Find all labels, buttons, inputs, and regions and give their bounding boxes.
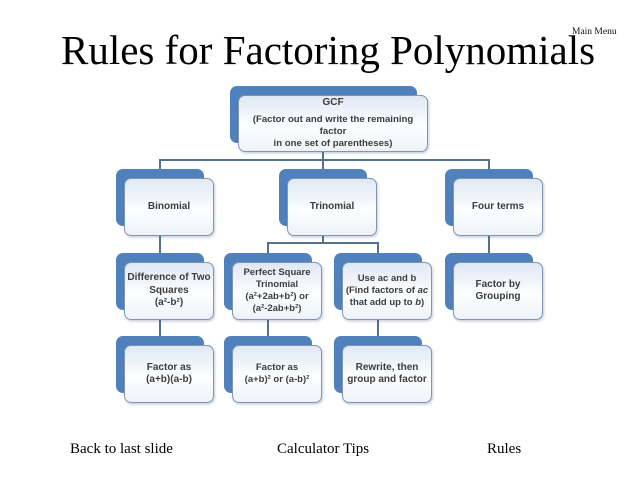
node-label: GCF — [322, 97, 344, 109]
node-card: Difference of Two Squares (a²-b²) — [124, 262, 214, 320]
node-label: Trinomial — [309, 200, 355, 212]
node-card: Perfect Square Trinomial (a²+2ab+b²) or … — [232, 262, 322, 320]
connector-line — [159, 160, 161, 171]
page-title: Rules for Factoring Polynomials — [61, 27, 596, 73]
node-card: Factor as (a+b)² or (a-b)² — [232, 345, 322, 403]
rules-link[interactable]: Rules — [487, 441, 522, 457]
italic-term: b — [415, 296, 422, 308]
node-card: Rewrite, then group and factor — [342, 345, 432, 403]
node-label-line: Use ac and b — [357, 273, 417, 285]
node-label: Binomial — [147, 200, 191, 212]
connector-line — [377, 320, 379, 337]
connector-line — [159, 236, 161, 255]
node-card: Trinomial — [287, 178, 377, 236]
connector-line — [322, 236, 324, 244]
connector-line — [377, 243, 379, 255]
connector-line — [159, 159, 490, 161]
connector-line — [267, 320, 269, 337]
calculator-tips-link[interactable]: Calculator Tips — [277, 441, 370, 457]
connector-line — [488, 236, 490, 255]
connector-line — [267, 243, 269, 255]
connector-line — [322, 160, 324, 171]
node-label-line: (Find factors of — [345, 285, 418, 297]
connector-line — [488, 160, 490, 171]
node-card: Four terms — [453, 178, 543, 236]
node-card: Factor as (a+b)(a-b) — [124, 345, 214, 403]
node-card: Use ac and b (Find factors of ac that ad… — [342, 262, 432, 320]
connector-line — [159, 320, 161, 337]
italic-term: ac — [417, 285, 429, 297]
node-card: GCF (Factor out and write the remaining … — [238, 95, 428, 152]
connector-line — [322, 152, 324, 161]
node-label: Factor as (a+b)² or (a-b)² — [244, 362, 310, 385]
node-label: Rewrite, then group and factor — [347, 361, 427, 386]
node-label-line: that add up to — [349, 296, 416, 308]
node-card: Binomial — [124, 178, 214, 236]
node-label: Four terms — [471, 200, 525, 212]
node-label-line: ) — [421, 296, 425, 308]
node-label: Use ac and b (Find factors of ac that ad… — [346, 273, 428, 309]
node-label: Factor as (a+b)(a-b) — [146, 361, 192, 386]
node-label: Perfect Square Trinomial (a²+2ab+b²) or … — [243, 267, 311, 314]
main-menu-link[interactable]: Main Menu — [572, 27, 617, 37]
connector-line — [267, 242, 379, 244]
node-sublabel: (Factor out and write the remaining fact… — [252, 113, 414, 149]
node-label: Factor by Grouping — [475, 278, 521, 303]
node-card: Factor by Grouping — [453, 262, 543, 320]
back-to-last-slide-link[interactable]: Back to last slide — [70, 441, 173, 457]
node-label: Difference of Two Squares (a²-b²) — [127, 272, 211, 309]
